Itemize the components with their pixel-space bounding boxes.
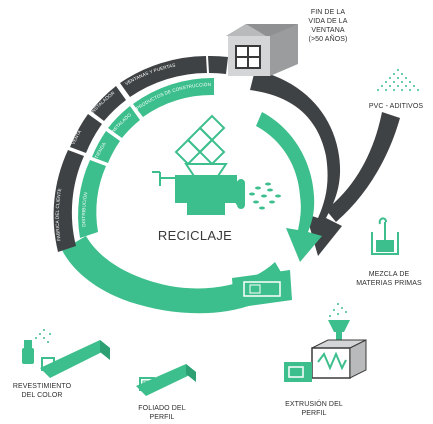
label-foil: FOLIADO DEL PERFIL bbox=[138, 405, 186, 421]
pvc-dots-icon bbox=[377, 69, 419, 91]
label-mix: MEZCLA DE MATERIAS PRIMAS bbox=[356, 271, 422, 287]
label-coating: REVESTIMIENTO DEL COLOR bbox=[12, 383, 72, 399]
center-title: RECICLAJE bbox=[157, 228, 233, 243]
pellets-icon bbox=[249, 182, 281, 210]
ring-segment-labels: FABRICA DEL CLIENTE VENTA INSTALADOR VEN… bbox=[0, 0, 211, 241]
pvc-arrow bbox=[326, 112, 400, 222]
spray-icon bbox=[22, 329, 51, 364]
segment-label-outer-2: VENTA bbox=[71, 128, 83, 145]
mixer-icon bbox=[371, 217, 399, 255]
dark-arrow-right bbox=[250, 70, 342, 256]
segment-label-inner-1: DISTRIBUCIÓN bbox=[81, 192, 88, 227]
label-window-end: FIN DE LA VIDA DE LA VENTANA (>50 AÑOS) bbox=[308, 9, 348, 43]
coated-profile-icon bbox=[40, 340, 110, 378]
bottom-green-arc bbox=[62, 236, 288, 314]
segment-label-inner-3: INSTALADOR bbox=[0, 0, 132, 135]
segment-label-outer-1: FABRICA DEL CLIENTE bbox=[55, 188, 63, 241]
outer-ring bbox=[53, 55, 228, 252]
house-icon bbox=[226, 24, 298, 76]
label-extrusion: EXTRUSIÓN DEL PERFIL bbox=[285, 401, 343, 417]
extruder-icon bbox=[284, 303, 367, 382]
grinder-icon bbox=[152, 114, 245, 215]
label-pvc: PVC - ADITIVOS bbox=[368, 103, 424, 110]
recycled-profile-icon bbox=[232, 270, 292, 308]
inner-ring bbox=[78, 77, 214, 238]
green-arrow-right bbox=[256, 112, 322, 262]
foil-profile-icon bbox=[136, 364, 196, 396]
